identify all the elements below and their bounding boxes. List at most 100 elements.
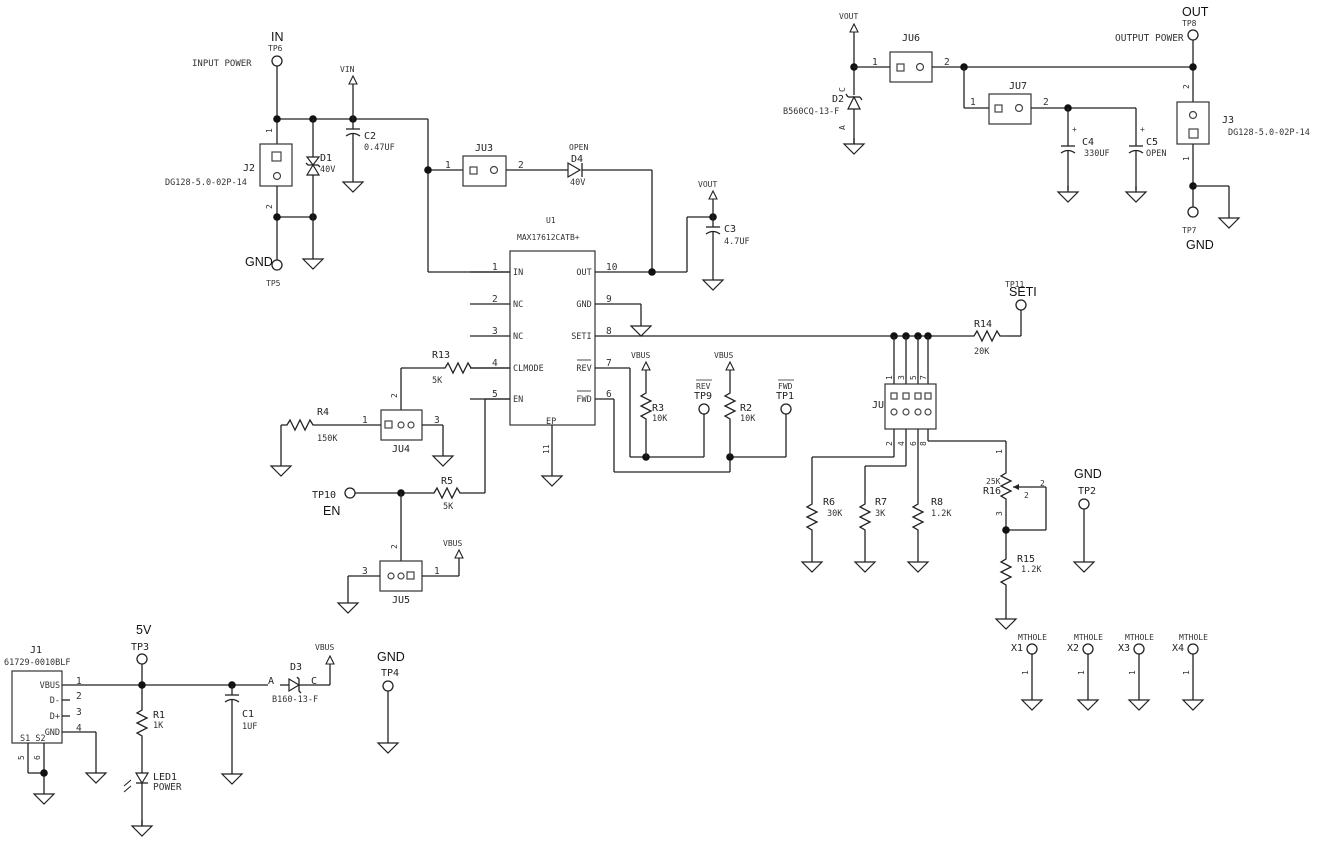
c3-capacitor [705, 216, 721, 242]
r16-value: 25K [986, 477, 1001, 486]
r14-ref: R14 [974, 319, 992, 330]
svg-text:A: A [838, 125, 847, 130]
d2-ref: D2 [832, 94, 844, 105]
ju1-jumper[interactable] [884, 383, 937, 430]
tp11-label: TP11 [1005, 280, 1024, 289]
r7-resistor [859, 497, 871, 537]
svg-text:5K: 5K [443, 502, 454, 512]
tp10-testpoint[interactable] [344, 487, 356, 499]
ju1-pin-num: 3 [897, 375, 906, 380]
vbus-r2-label: VBUS [714, 351, 733, 360]
en-label: EN [323, 504, 340, 518]
tp2-label: TP2 [1078, 486, 1096, 497]
ju1-ref: JU1 [872, 400, 890, 411]
tp3-testpoint[interactable] [136, 653, 148, 665]
c2-capacitor [345, 118, 361, 144]
mthole-pin: 1 [1128, 670, 1137, 675]
u1-pin-name-left: NC [513, 300, 523, 310]
ju1-pin-num: 7 [919, 375, 928, 380]
tp5-testpoint[interactable] [271, 259, 283, 271]
ju1-pin [902, 392, 910, 400]
j1-pin-name: D- [50, 696, 60, 706]
tp8-testpoint[interactable] [1187, 29, 1199, 41]
r16-ref: R16 [983, 486, 1001, 497]
svg-text:3: 3 [995, 511, 1004, 516]
u1-pin-name-left: NC [513, 332, 523, 342]
ju1-pin [924, 392, 932, 400]
tp11-testpoint[interactable] [1015, 299, 1027, 311]
mthole-ref: X3 [1118, 643, 1130, 654]
r3-ref: R3 [652, 403, 664, 414]
j3-part: DG128-5.0-02P-14 [1228, 128, 1310, 138]
u1-pin-num-left: 4 [492, 358, 498, 369]
d1-tvs-diode [305, 156, 321, 176]
ju6-jumper[interactable] [889, 51, 933, 83]
tp2-testpoint[interactable] [1078, 498, 1090, 510]
j1-pin-num: 4 [76, 723, 82, 734]
u1-pin-name-right: SETI [571, 332, 591, 342]
ju7-ref: JU7 [1009, 81, 1027, 92]
u1-pin-num-left: 3 [492, 326, 498, 337]
u1-pin-num-left: 1 [492, 262, 498, 273]
j3-ref: J3 [1222, 115, 1234, 126]
ju1-pin [902, 408, 910, 416]
r5-ref: R5 [441, 476, 453, 487]
svg-text:2: 2 [1040, 479, 1045, 488]
u1-ic [509, 250, 596, 426]
ju1-pin-num: 1 [885, 375, 894, 380]
tp4-testpoint[interactable] [382, 680, 394, 692]
svg-text:+: + [1072, 125, 1077, 134]
ju3-ref: JU3 [475, 143, 493, 154]
ju1-pin [914, 392, 922, 400]
u1-pin-num-left: 2 [492, 294, 498, 305]
d2-diode [847, 95, 861, 110]
svg-text:1: 1 [872, 57, 878, 68]
tp8-label: TP8 [1182, 19, 1197, 28]
mthole-pin: 1 [1021, 670, 1030, 675]
c5-ref: C5 [1146, 137, 1158, 148]
j1-part: 61729-0010BLF [4, 658, 71, 668]
tp9-testpoint[interactable] [698, 403, 710, 415]
d1-ref: D1 [320, 153, 332, 164]
led1-led [134, 772, 150, 785]
c3-ref: C3 [724, 224, 736, 235]
tp1-testpoint[interactable] [780, 403, 792, 415]
svg-text:30K: 30K [827, 509, 843, 519]
r14-resistor [967, 330, 1007, 342]
svg-text:1K: 1K [153, 721, 164, 731]
svg-text:1.2K: 1.2K [1021, 565, 1042, 575]
u1-pin-name-right: FWD [576, 395, 591, 405]
mthole-label: MTHOLE [1179, 633, 1208, 642]
mthole-pad [1026, 643, 1038, 655]
r3-resistor [640, 386, 652, 426]
svg-text:1: 1 [434, 566, 440, 577]
mthole-ref: X4 [1172, 643, 1184, 654]
vbus-r3-label: VBUS [631, 351, 650, 360]
fwd-bar-label: FWD [778, 382, 793, 391]
seti-label: SETI [1009, 285, 1037, 299]
r6-ref: R6 [823, 497, 835, 508]
j1-pin-name: GND [45, 728, 60, 738]
svg-text:2: 2 [1043, 97, 1049, 108]
vout-c3-label: VOUT [698, 180, 717, 189]
tp6-testpoint[interactable] [271, 55, 283, 67]
tp10-label: TP10 [312, 490, 336, 501]
j2-part: DG128-5.0-02P-14 [165, 178, 247, 188]
svg-text:1: 1 [970, 97, 976, 108]
tp9-label: TP9 [694, 391, 712, 402]
mthole-label: MTHOLE [1018, 633, 1047, 642]
d3-ref: D3 [290, 662, 302, 673]
j1-pin-num: 2 [76, 691, 82, 702]
c4-ref: C4 [1082, 137, 1094, 148]
j1-pin-num: 1 [76, 676, 82, 687]
svg-text:2: 2 [1024, 491, 1029, 500]
r15-resistor [1000, 552, 1012, 592]
tp7-testpoint[interactable] [1187, 206, 1199, 218]
u1-pin-name-left: CLMODE [513, 364, 544, 374]
led1-ref: LED1 [153, 772, 177, 783]
